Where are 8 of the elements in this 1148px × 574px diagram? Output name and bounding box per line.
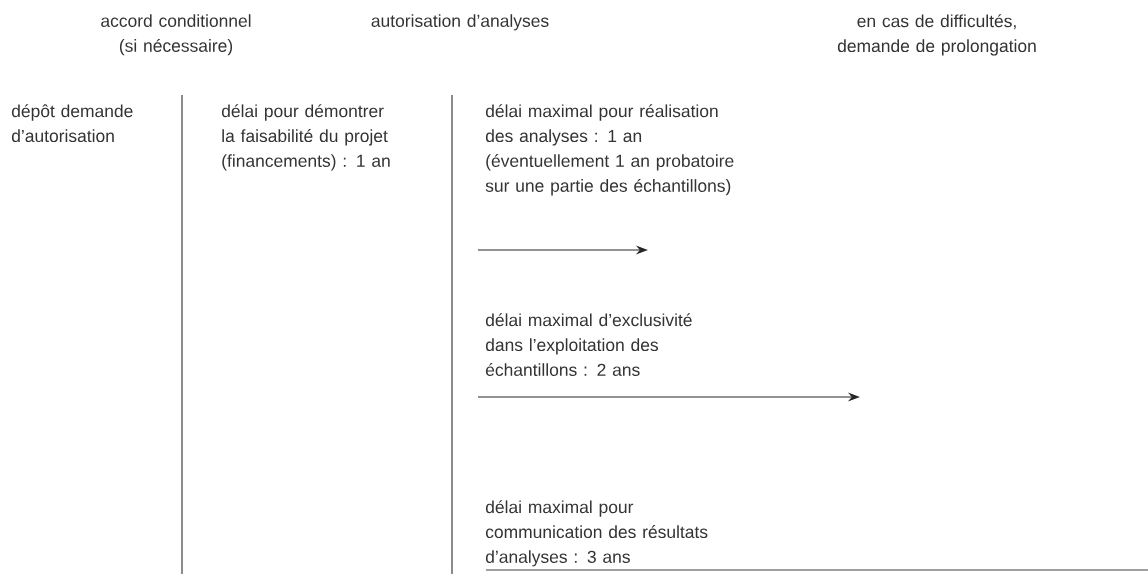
label-text: délai maximal d’exclusivité dans l’exploitation des échantillons : 2 ans — [485, 313, 692, 376]
label-text: accord conditionnel (si nécessaire) — [101, 14, 251, 56]
label-text: dépôt demande d’autorisation — [11, 104, 133, 143]
label-text: en cas de difficultés, demande de prolongation — [837, 14, 1036, 56]
label-text: délai maximal pour communication des résultats d’analyses : 3 ans — [485, 500, 708, 567]
label-text: délai maximal pour réalisation des analyses : 1 an (éventuellement 1 an probatoire sur une partie des échantillons) — [485, 104, 734, 196]
label-text: délai pour démontrer la faisabilité du projet (financements) : 1 an — [221, 104, 390, 171]
label-text: autorisation d’analyses — [371, 14, 549, 31]
